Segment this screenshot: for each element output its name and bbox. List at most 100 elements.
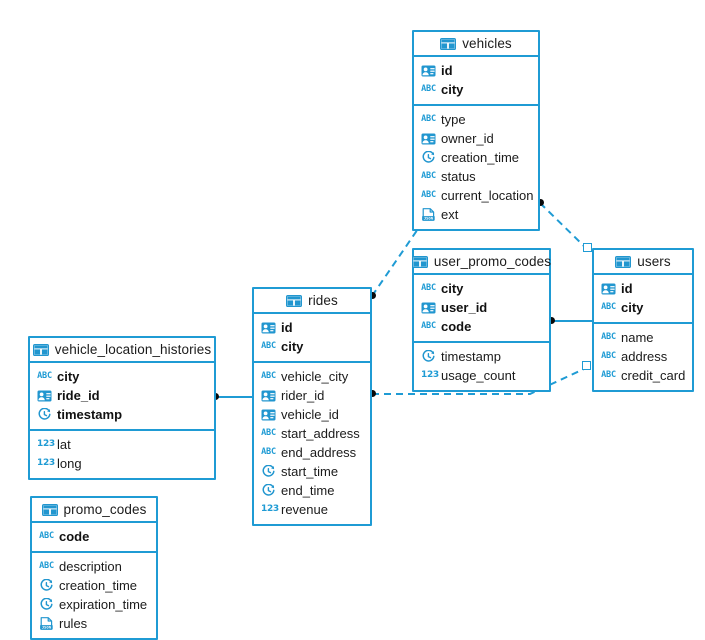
field-row: ABC credit_card xyxy=(594,366,692,385)
field-label: lat xyxy=(57,437,71,452)
table-grid-icon xyxy=(440,37,457,50)
field-label: vehicle_city xyxy=(281,369,349,384)
table-title: vehicle_location_histories xyxy=(54,342,212,357)
field-row: ABC current_location xyxy=(414,186,538,205)
pk-field-row: user_id xyxy=(414,298,549,317)
field-label: description xyxy=(59,559,122,574)
table-header-user_promo_codes: user_promo_codes xyxy=(411,250,552,275)
table-header-users: users xyxy=(594,250,692,275)
svg-text:JSON: JSON xyxy=(42,625,52,630)
123-number-icon: 123 xyxy=(37,439,55,449)
field-label: owner_id xyxy=(441,131,494,146)
pk-field-row: id xyxy=(594,279,692,298)
field-label: id xyxy=(281,320,293,335)
table-title: user_promo_codes xyxy=(433,254,552,269)
abc-string-icon: ABC xyxy=(421,190,436,200)
field-label: city xyxy=(441,281,464,296)
field-label: credit_card xyxy=(621,368,686,383)
json-document-icon: JSON xyxy=(421,208,436,221)
field-row: expiration_time xyxy=(32,595,156,614)
field-label: id xyxy=(441,63,453,78)
id-badge-icon xyxy=(421,133,436,145)
field-label: start_time xyxy=(281,464,339,479)
table-grid-icon xyxy=(32,343,49,356)
clock-icon xyxy=(37,408,52,421)
table-header-vehicles: vehicles xyxy=(414,32,538,57)
field-row: owner_id xyxy=(414,129,538,148)
pk-field-row: id xyxy=(414,61,538,80)
abc-string-icon: ABC xyxy=(39,561,54,571)
field-label: revenue xyxy=(281,502,328,517)
abc-string-icon: ABC xyxy=(601,332,616,342)
field-row: ABC vehicle_city xyxy=(254,367,370,386)
json-document-icon: JSON xyxy=(39,617,54,630)
abc-string-icon: ABC xyxy=(261,371,276,381)
clock-icon xyxy=(421,151,436,164)
abc-string-icon: ABC xyxy=(37,371,52,381)
table-grid-icon xyxy=(286,294,303,307)
table-header-vehicle_location_histories: vehicle_location_histories xyxy=(30,338,214,363)
abc-string-icon: ABC xyxy=(421,321,436,331)
table-header-promo_codes: promo_codes xyxy=(32,498,156,523)
abc-string-icon: ABC xyxy=(601,370,616,380)
edge-endpoint-dot-rides-top xyxy=(369,292,376,299)
123-number-icon: 123 xyxy=(421,370,439,380)
field-label: usage_count xyxy=(441,368,516,383)
field-label: current_location xyxy=(441,188,534,203)
123-number-icon: 123 xyxy=(37,458,55,468)
table-title: users xyxy=(637,254,671,269)
id-badge-icon xyxy=(261,390,276,402)
table-title: vehicles xyxy=(462,36,512,51)
field-label: timestamp xyxy=(441,349,501,364)
table-header-rides: rides xyxy=(254,289,370,314)
field-label: start_address xyxy=(281,426,360,441)
id-badge-icon xyxy=(261,409,276,421)
abc-string-icon: ABC xyxy=(421,84,436,94)
field-row: vehicle_id xyxy=(254,405,370,424)
edge-rides-vehicles xyxy=(371,225,421,297)
field-label: city xyxy=(621,300,644,315)
svg-text:JSON: JSON xyxy=(424,216,434,221)
id-badge-icon xyxy=(601,283,616,295)
clock-icon xyxy=(39,598,54,611)
clock-icon xyxy=(261,484,276,497)
field-label: code xyxy=(59,529,90,544)
field-label: city xyxy=(281,339,304,354)
field-label: long xyxy=(57,456,82,471)
id-badge-icon xyxy=(261,322,276,334)
table-grid-icon xyxy=(615,255,632,268)
table-title: rides xyxy=(308,293,338,308)
field-label: ride_id xyxy=(57,388,100,403)
pk-field-row: ride_id xyxy=(30,386,214,405)
